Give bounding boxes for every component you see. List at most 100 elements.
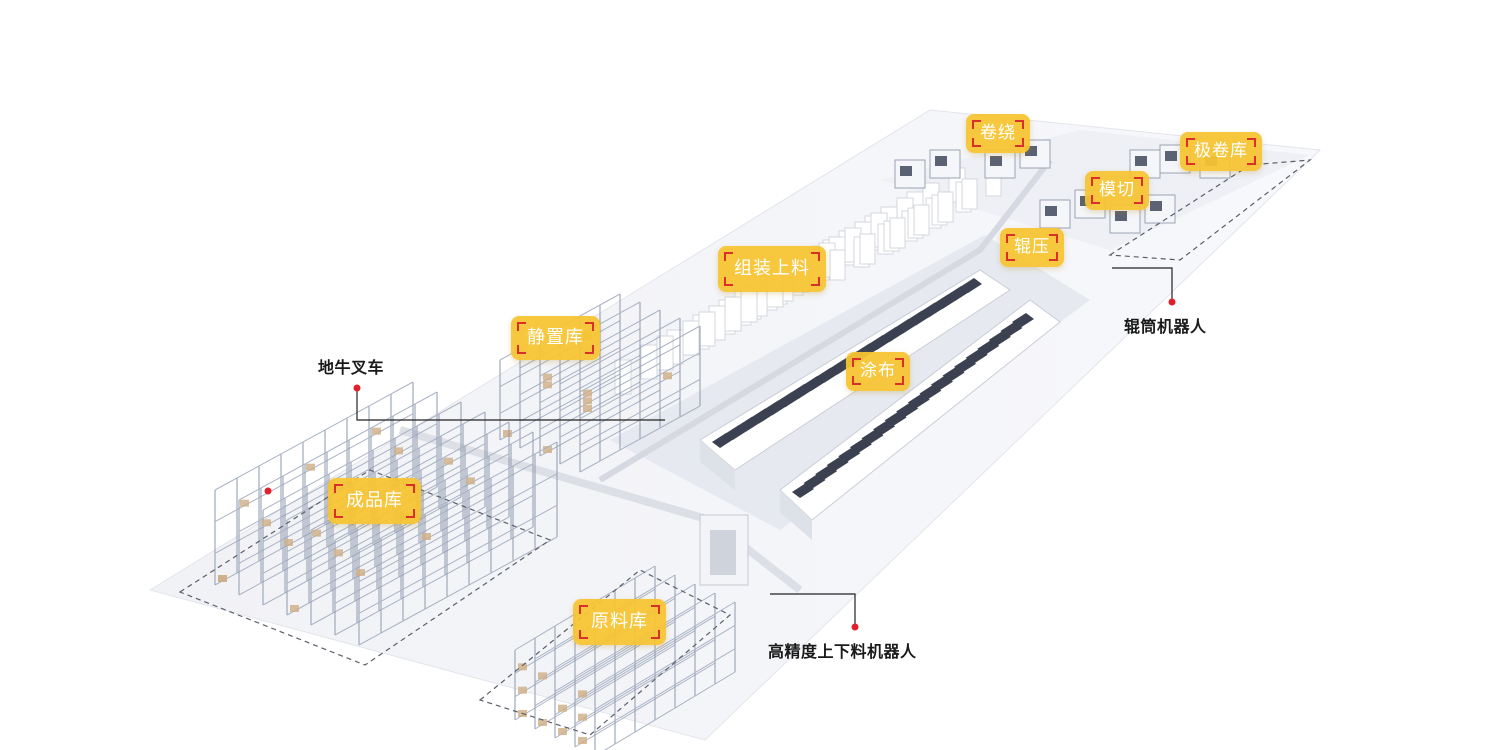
leader-dot-roller-robot: [1168, 298, 1176, 306]
rack-beam: [358, 441, 558, 551]
oven-vent: [873, 420, 896, 436]
oven-vent: [919, 384, 942, 400]
rack-beam: [559, 317, 681, 385]
assembly-cabinet: [724, 296, 742, 332]
oven-vents: [712, 278, 1034, 498]
rack-beam: [358, 473, 558, 583]
zone-label-juanrao[interactable]: 卷绕: [966, 114, 1030, 153]
callout-roller-robot: 辊筒机器人: [1124, 317, 1207, 336]
rack-beam: [238, 423, 438, 533]
zone-label-yuanliaoku[interactable]: 原料库: [573, 599, 666, 645]
rack-box: [240, 499, 249, 507]
machine-panel: [990, 156, 1002, 166]
oven-vent: [894, 318, 917, 334]
rack-box: [583, 405, 592, 412]
oven-vent: [861, 429, 884, 445]
rack-beam: [334, 494, 534, 604]
rack-box: [543, 446, 552, 453]
rack-beam: [514, 635, 656, 721]
zone-label-jingzhiku[interactable]: 静置库: [511, 316, 600, 360]
machine-panel: [900, 166, 912, 176]
machine-panel: [1115, 211, 1127, 221]
oven-vent: [849, 438, 872, 454]
rack-beam: [534, 644, 676, 730]
oven-vent: [712, 433, 734, 448]
zone-label-zuzhuang[interactable]: 组装上料: [718, 246, 826, 292]
oven-vent: [751, 408, 774, 424]
rack-box: [334, 549, 343, 557]
rack-box: [503, 430, 512, 437]
rack-beam: [310, 516, 510, 626]
rack-box: [306, 463, 315, 471]
assembly-cabinet: [937, 191, 954, 223]
zone-label-text: 辊压: [1014, 237, 1050, 257]
zone-label-moqie[interactable]: 模切: [1085, 171, 1149, 210]
oven-vent: [977, 339, 1000, 355]
rack-box: [356, 569, 365, 576]
machine-panel: [1135, 156, 1147, 166]
oven-vent: [1012, 313, 1034, 328]
oven-vent: [803, 474, 826, 490]
oven-vent: [965, 348, 988, 364]
rack-beam: [574, 662, 716, 748]
oven-vent: [1000, 321, 1023, 337]
oven-vent: [868, 335, 891, 351]
rack-beam: [554, 653, 696, 739]
floor-outline-finished: [178, 469, 552, 666]
rack-beam: [604, 671, 736, 750]
floor-outline-electrode: [1108, 159, 1312, 261]
zone-label-chengpinku[interactable]: 成品库: [328, 478, 421, 524]
oven-vent: [907, 393, 930, 409]
oven-vent: [725, 424, 748, 440]
rack-box: [466, 477, 475, 485]
oven-vent: [838, 447, 861, 463]
zone-label-jijuanku[interactable]: 极卷库: [1180, 132, 1262, 171]
oven-vent: [829, 359, 852, 375]
rack-box: [262, 519, 271, 527]
assembly-cabinet: [859, 233, 876, 265]
rack-beam: [594, 648, 736, 734]
assembly-cabinet: [698, 311, 716, 347]
rack-beam: [579, 325, 701, 393]
zone-label-gunya[interactable]: 辊压: [1000, 228, 1064, 267]
rack-beam: [334, 463, 534, 573]
assembly-cabinet: [913, 204, 930, 236]
oven-vent: [954, 357, 977, 373]
rack-box: [290, 605, 299, 612]
zone-label-tubu[interactable]: 涂布: [846, 352, 910, 391]
oven-vent: [881, 326, 904, 342]
rack-box: [578, 690, 587, 698]
assembly-cabinet: [740, 287, 758, 323]
callout-loading-robot: 高精度上下料机器人: [768, 642, 917, 661]
rack-box: [543, 381, 552, 389]
leader-roller-robot: [1112, 267, 1173, 300]
zone-label-text: 涂布: [860, 361, 896, 381]
rack-box: [444, 457, 453, 465]
rack-box: [394, 447, 403, 455]
zone-label-text: 成品库: [346, 490, 403, 511]
oven-vent: [792, 483, 814, 498]
marker-dot-finished: [264, 487, 272, 495]
oven-vent: [930, 375, 953, 391]
rack-beam: [214, 381, 414, 491]
leader-loading-robot: [770, 593, 856, 625]
assembly-cabinet: [961, 178, 978, 210]
rack-beam: [554, 630, 696, 716]
rack-beam: [358, 504, 558, 614]
rack-beam: [574, 615, 716, 701]
rack-box: [558, 728, 567, 735]
oven-vent: [946, 286, 969, 302]
leader-forklift: [356, 388, 665, 421]
rack-beam: [214, 444, 414, 554]
callout-forklift: 地牛叉车: [318, 358, 385, 377]
oven-vent: [738, 416, 761, 432]
hall-wall: [598, 158, 1053, 483]
oven-vent: [960, 278, 982, 293]
rack-beam: [554, 606, 696, 692]
rack-box: [578, 737, 587, 744]
oven-vent: [896, 402, 919, 418]
oven-vent: [942, 366, 965, 382]
zone-label-text: 极卷库: [1194, 141, 1248, 161]
rack-beam: [579, 352, 701, 420]
rack-beam: [334, 526, 534, 636]
